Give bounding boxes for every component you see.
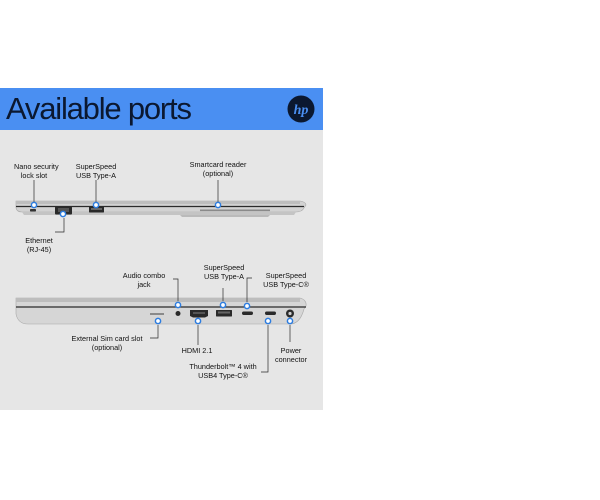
laptop-right-side-view [15, 297, 307, 325]
callout-lines [33, 180, 291, 373]
smartcard-slot-icon [200, 209, 270, 212]
laptop-diagram [15, 180, 307, 373]
page-title: Available ports [6, 91, 192, 126]
label-sim-slot: External Sim card slot(optional) [71, 334, 143, 352]
label-ethernet: Ethernet(RJ-45) [25, 236, 53, 254]
ports-infographic: Available ports hp [0, 88, 323, 410]
laptop-left-side-view [15, 200, 307, 217]
label-smartcard: Smartcard reader(optional) [189, 160, 247, 178]
lock-slot-icon [30, 209, 36, 212]
label-hdmi: HDMI 2.1 [181, 346, 213, 355]
title-banner: Available ports hp [0, 88, 323, 130]
audio-jack-icon [175, 311, 181, 316]
thunderbolt-port-icon [265, 311, 276, 315]
svg-text:hp: hp [294, 103, 309, 118]
sim-slot-icon [150, 313, 164, 315]
callout-markers [30, 201, 294, 325]
hp-logo-icon: hp [287, 95, 315, 123]
usb-c-port-icon [242, 311, 253, 315]
